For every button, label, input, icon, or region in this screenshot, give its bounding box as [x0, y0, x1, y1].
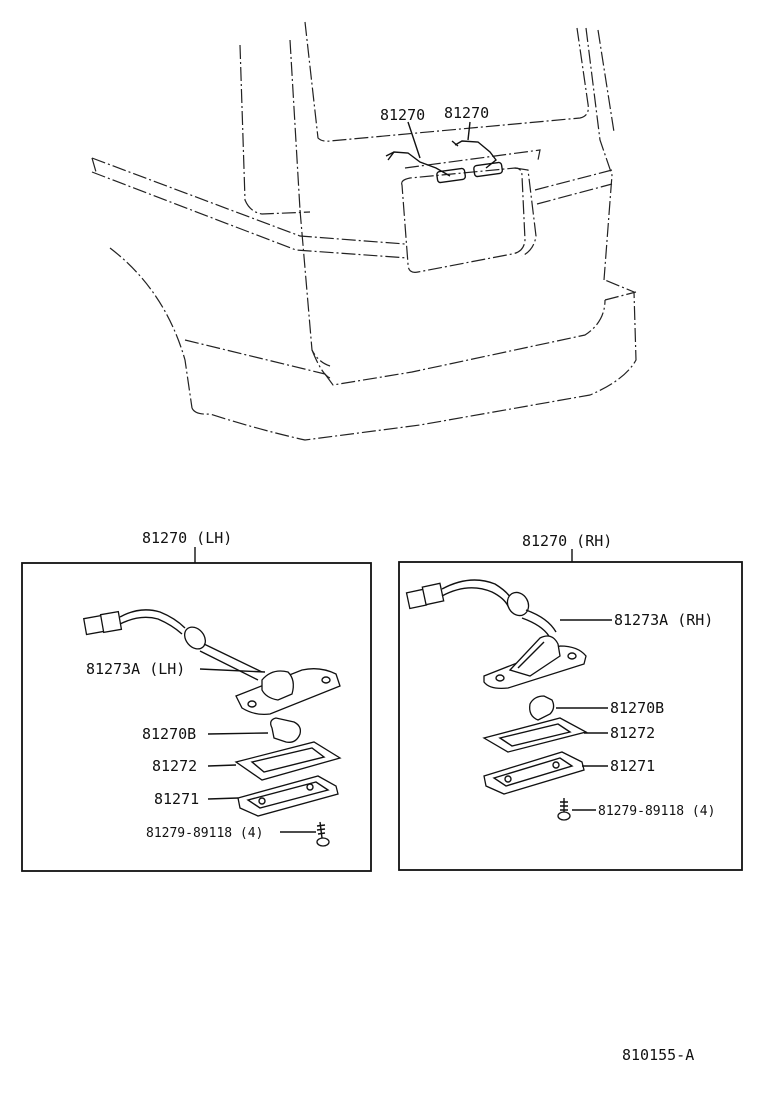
rh-lens-label: 81271 [610, 757, 655, 775]
rh-lens [483, 751, 585, 795]
rh-panel-frame [398, 561, 743, 871]
lh-lens [237, 775, 339, 817]
lh-socket-label: 81273A (LH) [86, 660, 185, 678]
lh-lens-label: 81271 [154, 790, 199, 808]
rh-screw-label: 81279-89118 (4) [598, 804, 715, 819]
lh-bulb [270, 717, 302, 743]
rh-panel: 81270 (RH) 81273A (RH) 81270B [398, 532, 743, 871]
vehicle-rear-outline [91, 21, 637, 441]
rh-bulb [529, 695, 555, 721]
lh-screw [316, 821, 330, 847]
overview-callout-right: 81270 [444, 104, 489, 122]
lh-bulb-label: 81270B [142, 725, 196, 743]
lh-gasket [234, 741, 342, 781]
lh-panel-frame [21, 562, 372, 872]
overview-callouts: 81270 81270 [380, 104, 489, 159]
lh-screw-label: 81279-89118 (4) [146, 826, 263, 841]
lh-panel-title: 81270 (LH) [142, 529, 232, 547]
lh-panel: 81270 (LH) 81273A (LH) 81270B [21, 529, 372, 872]
overview-callout-left: 81270 [380, 106, 425, 124]
rh-gasket-label: 81272 [610, 724, 655, 742]
lh-gasket-label: 81272 [152, 757, 197, 775]
figure-id: 810155-A [622, 1046, 694, 1064]
lh-socket-harness [82, 609, 341, 716]
rh-socket-label: 81273A (RH) [614, 611, 713, 629]
rh-bulb-label: 81270B [610, 699, 664, 717]
rh-panel-title: 81270 (RH) [522, 532, 612, 550]
rh-socket-harness [405, 579, 587, 690]
rh-gasket [482, 717, 588, 753]
rh-screw [557, 798, 571, 821]
